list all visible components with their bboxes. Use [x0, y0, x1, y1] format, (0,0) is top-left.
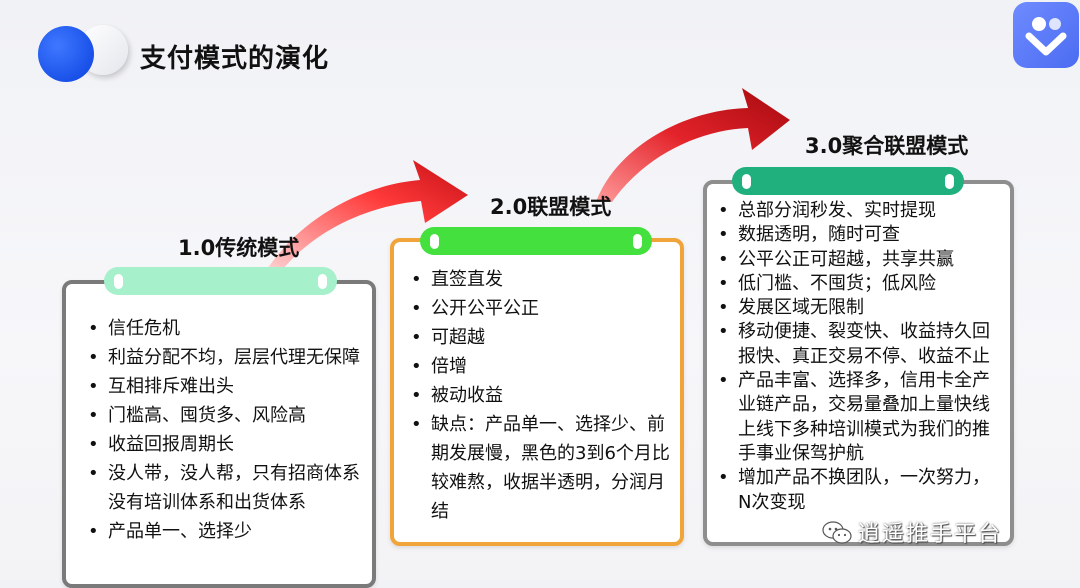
list-item: 发展区域无限制: [712, 296, 1002, 321]
stage-3-pill: [732, 167, 964, 195]
stage-2-list: 直签直发 公开公平公正 可超越 倍增 被动收益 缺点：产品单一、选择少、前期发展…: [405, 265, 675, 526]
list-item: 利益分配不均，层层代理无保障: [82, 343, 370, 372]
stage-1-heading: 1.0传统模式: [178, 236, 300, 260]
app-logo-icon: [1013, 2, 1079, 68]
title-circle-blue: [38, 26, 94, 82]
list-item: 缺点：产品单一、选择少、前期发展慢，黑色的3到6个月比较难熬，收据半透明，分润月…: [405, 410, 675, 526]
stage-1-list: 信任危机 利益分配不均，层层代理无保障 互相排斥难出头 门槛高、囤货多、风险高 …: [82, 314, 370, 546]
list-item: 产品单一、选择少: [82, 517, 370, 546]
list-item: 移动便捷、裂变快、收益持久回报快、真正交易不停、收益不止: [712, 320, 1002, 369]
list-item: 没人带，没人帮，只有招商体系没有培训体系和出货体系: [82, 459, 370, 517]
list-item: 直签直发: [405, 265, 675, 294]
list-item: 信任危机: [82, 314, 370, 343]
watermark-text: 逍遥推手平台: [858, 522, 1003, 547]
list-item: 公开公平公正: [405, 294, 675, 323]
stage-2-heading: 2.0联盟模式: [490, 195, 612, 219]
list-item: 产品丰富、选择多，信用卡全产业链产品，交易量叠加上量快线上线下多种培训模式为我们…: [712, 369, 1002, 466]
list-item: 倍增: [405, 352, 675, 381]
list-item: 互相排斥难出头: [82, 372, 370, 401]
page-title: 支付模式的演化: [140, 44, 330, 74]
list-item: 总部分润秒发、实时提现: [712, 199, 1002, 224]
list-item: 门槛高、囤货多、风险高: [82, 401, 370, 430]
list-item: 被动收益: [405, 381, 675, 410]
list-item: 公平公正可超越，共享共赢: [712, 248, 1002, 273]
list-item: 数据透明，随时可查: [712, 223, 1002, 248]
arrow-2-to-3: [596, 88, 790, 202]
stage-2-pill: [420, 227, 652, 255]
list-item: 收益回报周期长: [82, 430, 370, 459]
wechat-icon: [822, 520, 852, 550]
list-item: 可超越: [405, 323, 675, 352]
list-item: 低门槛、不囤货；低风险: [712, 272, 1002, 297]
stage-3-list: 总部分润秒发、实时提现 数据透明，随时可查 公平公正可超越，共享共赢 低门槛、不…: [712, 199, 1002, 515]
stage-3-heading: 3.0聚合联盟模式: [805, 134, 969, 158]
stage-1-pill: [104, 267, 337, 295]
list-item: 增加产品不换团队，一次努力，N次变现: [712, 466, 1002, 515]
arrow-1-to-2: [268, 160, 468, 270]
